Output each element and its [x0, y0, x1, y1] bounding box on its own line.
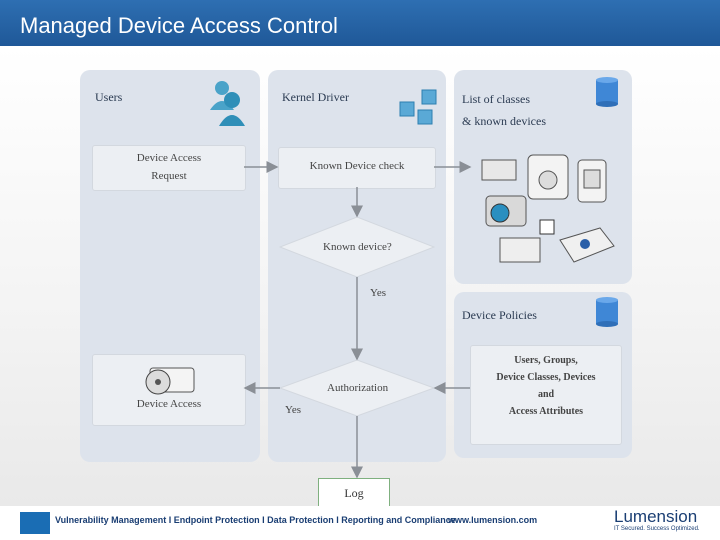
policy-line-2: Device Classes, Devices — [496, 372, 596, 383]
request-line-2: Request — [151, 170, 187, 182]
database-icon — [596, 77, 618, 107]
policy-line-3: and — [537, 389, 555, 400]
database-icon — [596, 297, 618, 327]
title-bar: Managed Device Access Control — [0, 0, 720, 46]
users-label: Users — [95, 90, 123, 104]
classes-label-2: & known devices — [462, 114, 546, 128]
footer-url[interactable]: www.lumension.com — [448, 515, 538, 525]
log-box: Log — [318, 478, 390, 508]
access-label: Device Access — [136, 398, 202, 410]
policy-line-4: Access Attributes — [508, 406, 584, 417]
known-device-label: Known device? — [323, 241, 392, 253]
brand-name: Lumension — [614, 507, 698, 526]
slide-title: Managed Device Access Control — [20, 13, 338, 38]
users-icon — [210, 81, 245, 126]
policy-text: Users, Groups, Device Classes, Devices a… — [471, 352, 621, 420]
classes-label-1: List of classes — [462, 92, 530, 106]
policy-line-1: Users, Groups, — [514, 355, 578, 366]
footer-tagline: Vulnerability Management I Endpoint Prot… — [55, 515, 456, 525]
authorization-label: Authorization — [327, 382, 389, 394]
footer-accent-bar — [20, 512, 50, 534]
request-line-1: Device Access — [136, 152, 202, 164]
policy-box: Users, Groups, Device Classes, Devices a… — [470, 345, 622, 445]
device-icons — [481, 154, 615, 263]
kernel-label: Kernel Driver — [282, 90, 349, 104]
cd-drive-icon — [145, 367, 195, 395]
known-check-label: Known Device check — [309, 160, 405, 172]
brand-tagline: IT Secured. Success Optimized. — [614, 526, 700, 532]
policies-label: Device Policies — [462, 308, 537, 322]
gears-icon — [399, 89, 437, 125]
access-request-box: Device Access Request — [92, 145, 246, 191]
footer — [0, 506, 720, 540]
log-label: Log — [344, 486, 364, 500]
yes-down-label: Yes — [370, 287, 387, 299]
yes-left-label: Yes — [285, 404, 302, 416]
